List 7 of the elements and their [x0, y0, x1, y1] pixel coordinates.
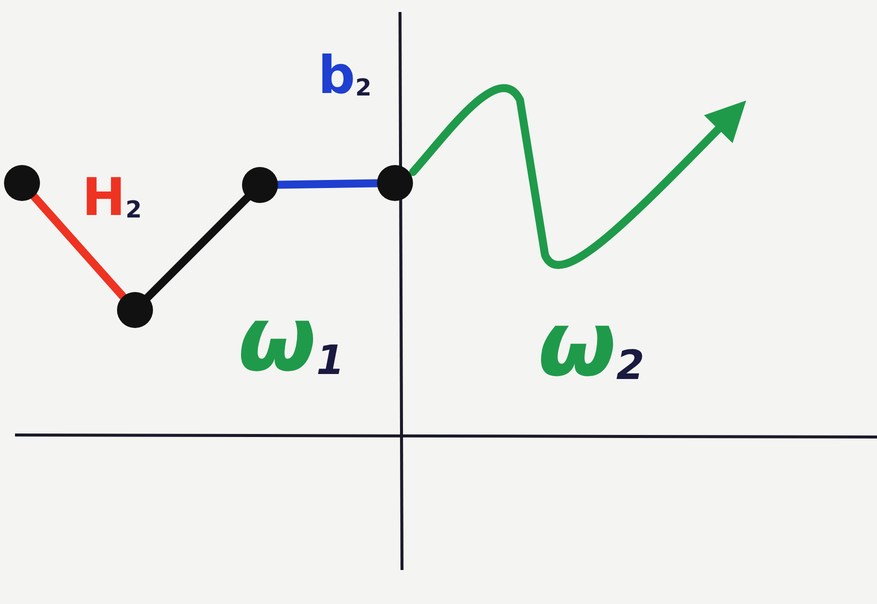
connector-line — [30, 192, 128, 301]
wavy-arrow — [409, 84, 746, 269]
dot — [242, 167, 278, 203]
dot — [117, 292, 153, 328]
connector-line — [144, 194, 252, 302]
dot — [377, 165, 413, 201]
dot — [4, 165, 40, 201]
